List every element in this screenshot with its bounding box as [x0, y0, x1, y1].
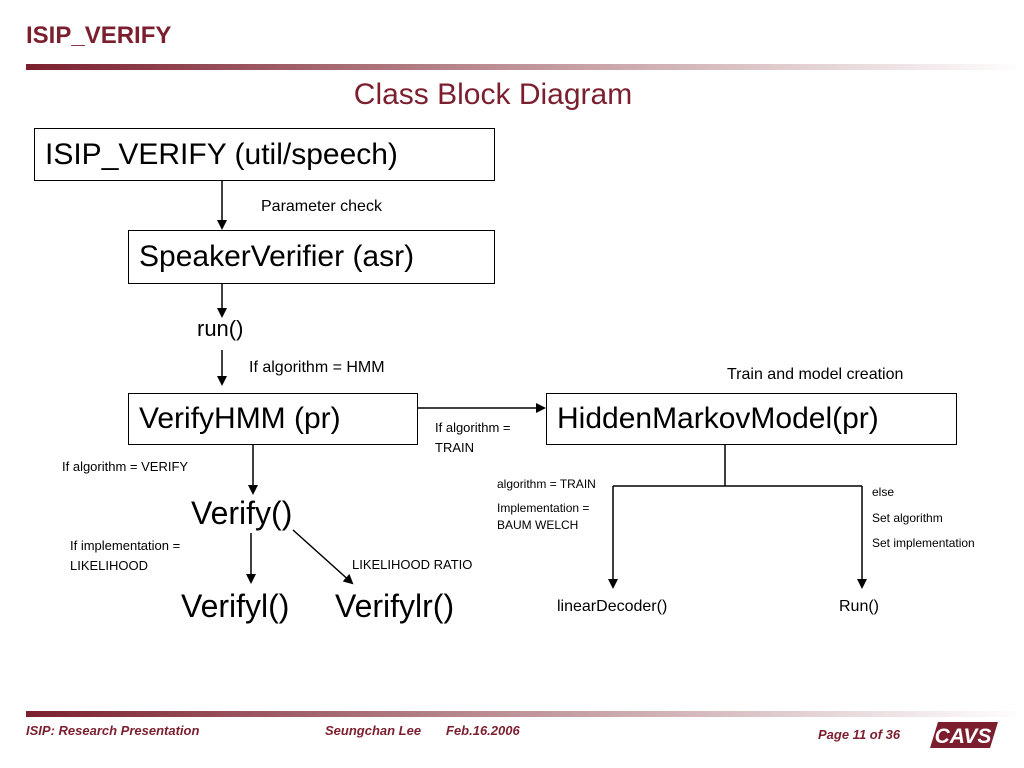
label-run: run() — [197, 316, 244, 341]
label-if-algorithm-verify: If algorithm = VERIFY — [62, 459, 189, 474]
label-verify-l: Verifyl() — [181, 588, 290, 624]
label-verify-lr: Verifylr() — [335, 588, 455, 624]
footer-date: Feb.16.2006 — [446, 723, 520, 738]
cavs-logo: CAVS — [930, 722, 998, 748]
label-if-algorithm-hmm: If algorithm = HMM — [249, 359, 385, 376]
footer-presentation: ISIP: Research Presentation — [26, 723, 200, 738]
label-verify: Verify() — [191, 495, 293, 531]
box-hidden-markov-model: HiddenMarkovModel(pr) — [546, 393, 957, 445]
label-implementation-baum-welch: Implementation = BAUM WELCH — [497, 501, 590, 532]
box-verify-hmm: VerifyHMM (pr) — [128, 393, 418, 445]
title-rule — [26, 64, 1024, 70]
label-run-method: Run() — [839, 598, 880, 615]
label-if-implementation-likelihood: If implementation = LIKELIHOOD — [70, 538, 181, 573]
logo-text: CAVS — [935, 725, 992, 748]
label-algorithm-train: algorithm = TRAIN — [497, 477, 596, 491]
label-parameter-check: Parameter check — [261, 198, 382, 215]
label-likelihood-ratio: LIKELIHOOD RATIO — [352, 557, 473, 572]
slide-subtitle: Class Block Diagram — [353, 78, 633, 111]
label-linear-decoder: linearDecoder() — [557, 598, 668, 615]
footer-rule — [26, 711, 1024, 717]
label-else: else — [872, 485, 895, 499]
label-train-model-creation: Train and model creation — [727, 366, 904, 383]
slide-title: ISIP_VERIFY — [26, 22, 172, 49]
box-speaker-verifier: SpeakerVerifier (asr) — [128, 230, 495, 284]
label-if-algorithm-train: If algorithm = TRAIN — [435, 420, 511, 455]
label-set-algorithm: Set algorithm — [872, 511, 943, 525]
label-set-implementation: Set implementation — [872, 536, 975, 550]
arrow-verify-to-verifylr — [292, 529, 354, 585]
box-isip-verify: ISIP_VERIFY (util/speech) — [34, 128, 495, 181]
footer-page-number: Page 11 of 36 — [818, 727, 901, 742]
footer-author: Seungchan Lee — [325, 723, 422, 738]
